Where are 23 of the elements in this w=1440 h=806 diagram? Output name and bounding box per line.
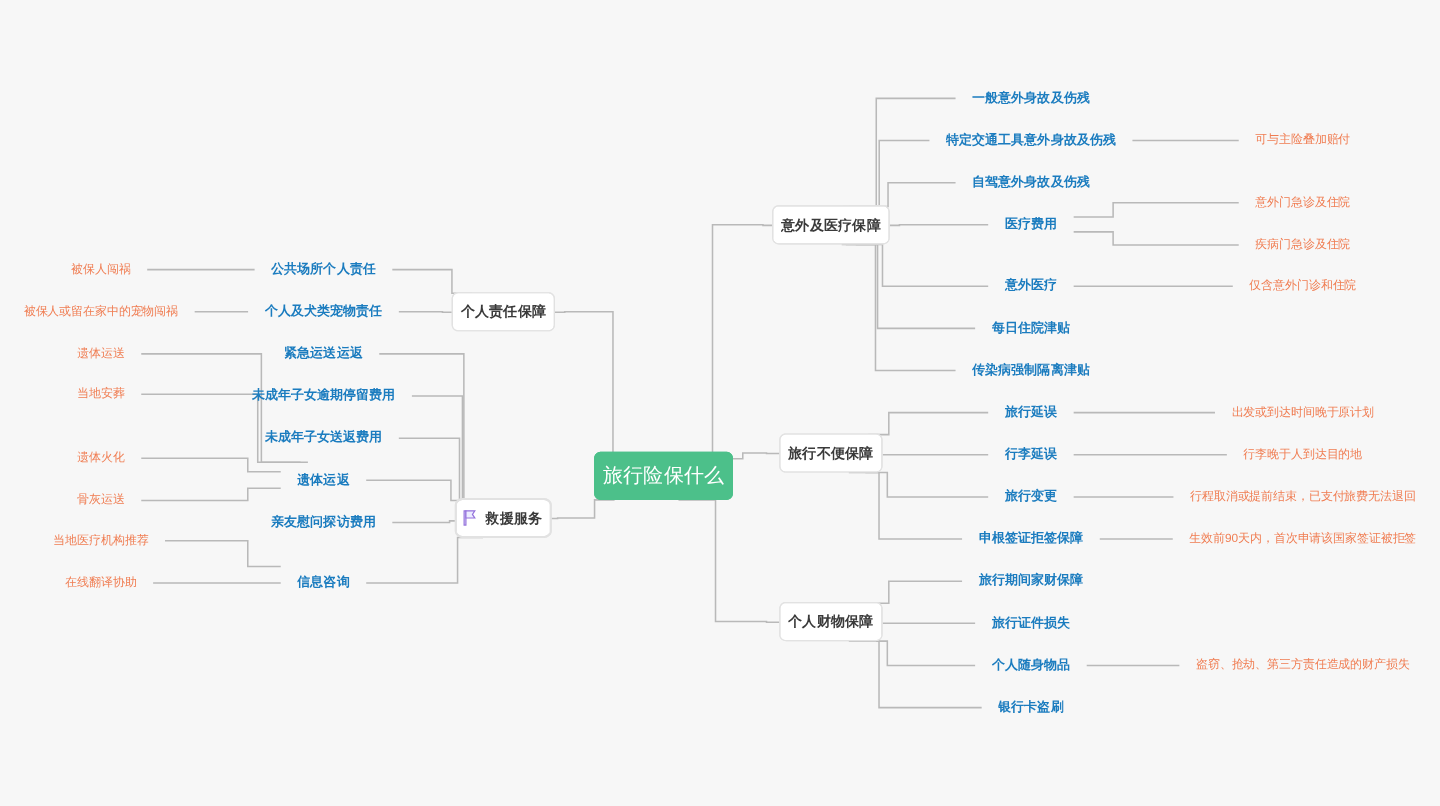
connector bbox=[888, 224, 989, 227]
connector bbox=[193, 311, 249, 313]
connector bbox=[398, 311, 454, 314]
connector bbox=[140, 393, 302, 463]
connector bbox=[1072, 231, 1240, 246]
connector bbox=[152, 582, 282, 584]
connector bbox=[146, 268, 256, 271]
connector bbox=[1131, 139, 1240, 142]
connector bbox=[1072, 454, 1228, 456]
connector bbox=[1072, 202, 1240, 218]
connector bbox=[140, 487, 282, 502]
connector bbox=[140, 457, 282, 473]
connector bbox=[840, 243, 957, 372]
connector bbox=[881, 622, 976, 625]
connector bbox=[140, 353, 309, 463]
connector bbox=[732, 452, 782, 460]
connector bbox=[164, 540, 282, 568]
connector bbox=[1085, 664, 1181, 667]
connector bbox=[1099, 538, 1174, 540]
connector bbox=[1072, 496, 1175, 498]
connector bbox=[1072, 285, 1234, 287]
connector bbox=[1072, 411, 1216, 414]
connector bbox=[881, 454, 989, 456]
